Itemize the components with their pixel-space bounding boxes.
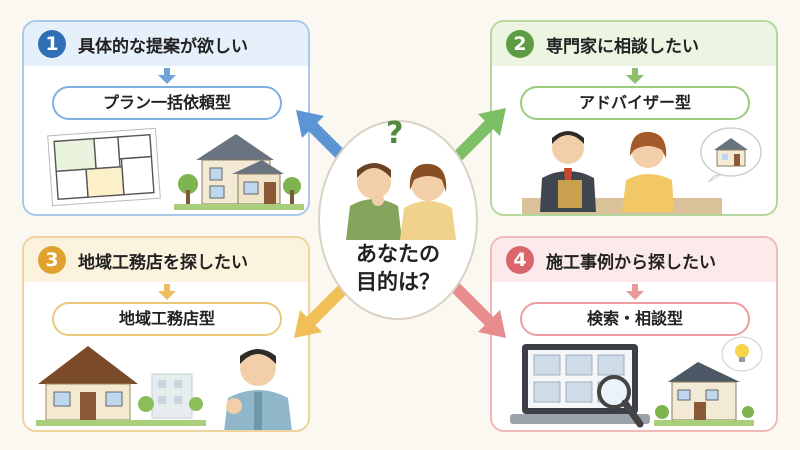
chevron-down-icon <box>626 284 644 300</box>
panel-3-title: 地域工務店を探したい <box>78 253 248 273</box>
chevron-down-icon <box>626 68 644 84</box>
magnifier-icon <box>597 375 644 428</box>
panel-4-type-button[interactable]: 検索・相談型 <box>520 302 750 336</box>
arrow-to-panel-3 <box>294 280 352 338</box>
builder-person-icon <box>224 349 292 430</box>
panel-4-header: 4 施工事例から探したい <box>492 238 776 282</box>
panel-3: 3 地域工務店を探したい 地域工務店型 <box>22 236 310 432</box>
panel-2-title: 専門家に相談したい <box>546 37 699 57</box>
panel-1-type-button[interactable]: プラン一括依頼型 <box>52 86 282 120</box>
panel-1: 1 具体的な提案が欲しい プラン一括依頼型 <box>22 20 310 216</box>
house-icon <box>36 346 206 426</box>
panel-4-number: 4 <box>506 246 534 274</box>
floor-plan-icon <box>47 127 161 207</box>
lightbulb-icon <box>721 336 763 372</box>
panel-3-header: 3 地域工務店を探したい <box>24 238 308 282</box>
panel-3-type-button[interactable]: 地域工務店型 <box>52 302 282 336</box>
panel-4-title: 施工事例から探したい <box>546 253 716 273</box>
panel-1-number: 1 <box>38 30 66 58</box>
center-question-line2: 目的は？ <box>356 270 440 294</box>
thinking-people-icon <box>346 163 456 240</box>
arrow-to-panel-2 <box>448 108 506 164</box>
center-question-line1: あなたの <box>356 242 440 266</box>
panel-1-header: 1 具体的な提案が欲しい <box>24 22 308 66</box>
chevron-down-icon <box>158 68 176 84</box>
panel-1-title: 具体的な提案が欲しい <box>78 37 248 57</box>
house-icon <box>700 127 762 182</box>
panel-4: 4 施工事例から探したい 検索・相談型 <box>490 236 778 432</box>
center-question: あなたの 目的は？ <box>318 240 478 296</box>
panel-2-type-button[interactable]: アドバイザー型 <box>520 86 750 120</box>
house-icon <box>174 134 304 210</box>
panel-2-number: 2 <box>506 30 534 58</box>
question-mark: ? <box>386 116 404 151</box>
panel-3-number: 3 <box>38 246 66 274</box>
arrow-to-panel-4 <box>448 280 506 338</box>
panel-2: 2 専門家に相談したい アドバイザー型 <box>490 20 778 216</box>
advisor-icon <box>522 131 722 214</box>
chevron-down-icon <box>158 284 176 300</box>
panel-2-header: 2 専門家に相談したい <box>492 22 776 66</box>
house-icon <box>654 362 754 426</box>
